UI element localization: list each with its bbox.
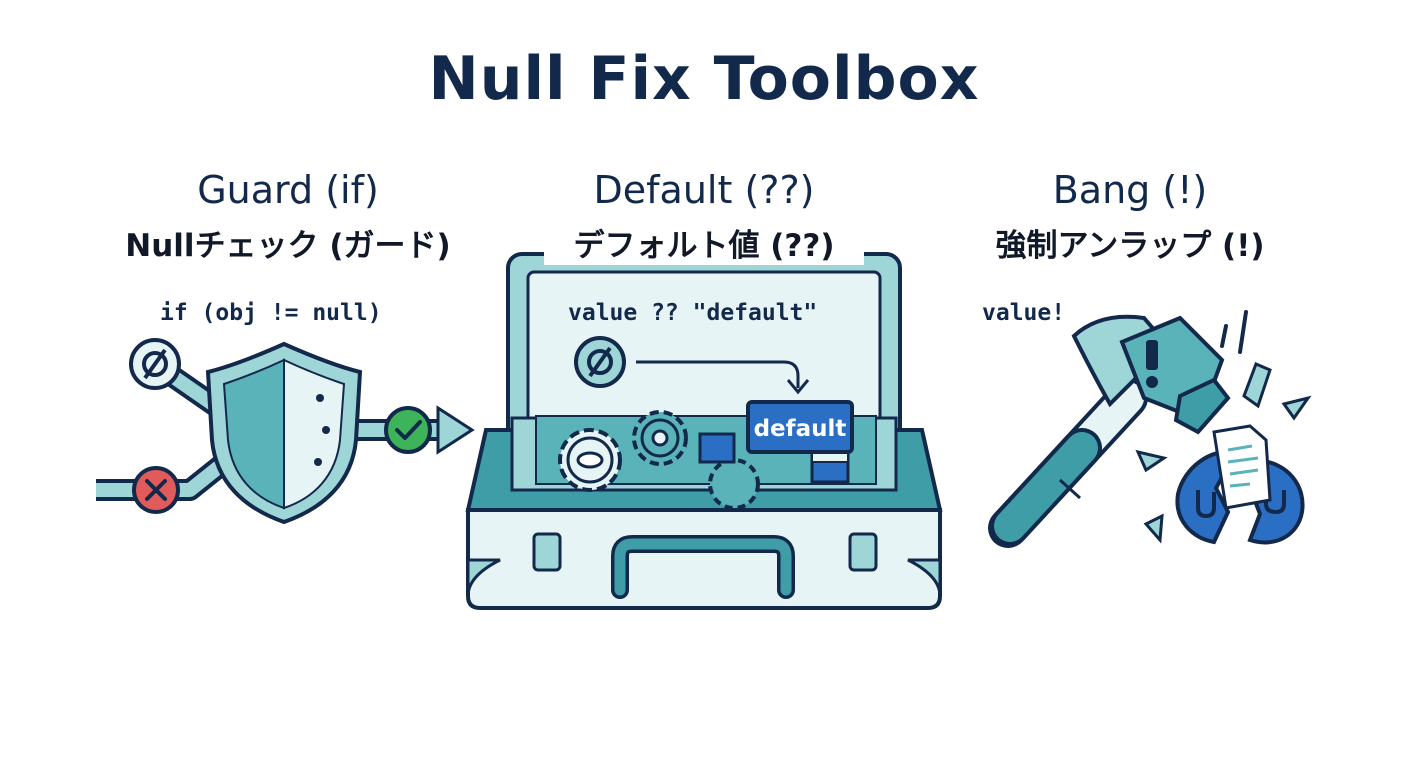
guard-subtitle: Nullチェック (ガード) <box>125 228 451 264</box>
default-badge: default <box>754 416 847 442</box>
warning-icon <box>1146 340 1158 388</box>
document-icon <box>1212 424 1272 510</box>
gear-icon <box>558 428 622 492</box>
gear-icon <box>632 410 688 466</box>
bang-subtitle: 強制アンラップ (!) <box>995 228 1265 264</box>
gear-icon <box>708 458 760 510</box>
guard-code: if (obj != null) <box>160 300 382 326</box>
guard-illustration <box>96 338 475 525</box>
bang-code: value! <box>982 300 1066 326</box>
cross-icon <box>132 466 180 514</box>
null-icon <box>129 338 181 390</box>
page-title: Null Fix Toolbox <box>428 44 980 114</box>
check-icon <box>384 406 432 454</box>
null-icon <box>574 336 626 388</box>
guard-title: Guard (if) <box>197 168 379 212</box>
default-title: Default (??) <box>593 168 815 212</box>
default-subtitle: デフォルト値 (??) <box>544 220 864 265</box>
hammer-icon <box>988 314 1231 548</box>
shield-icon <box>205 341 363 525</box>
bang-title: Bang (!) <box>1052 168 1208 212</box>
suitcase-icon: default <box>465 252 943 610</box>
default-code: value ?? "default" <box>568 300 818 326</box>
